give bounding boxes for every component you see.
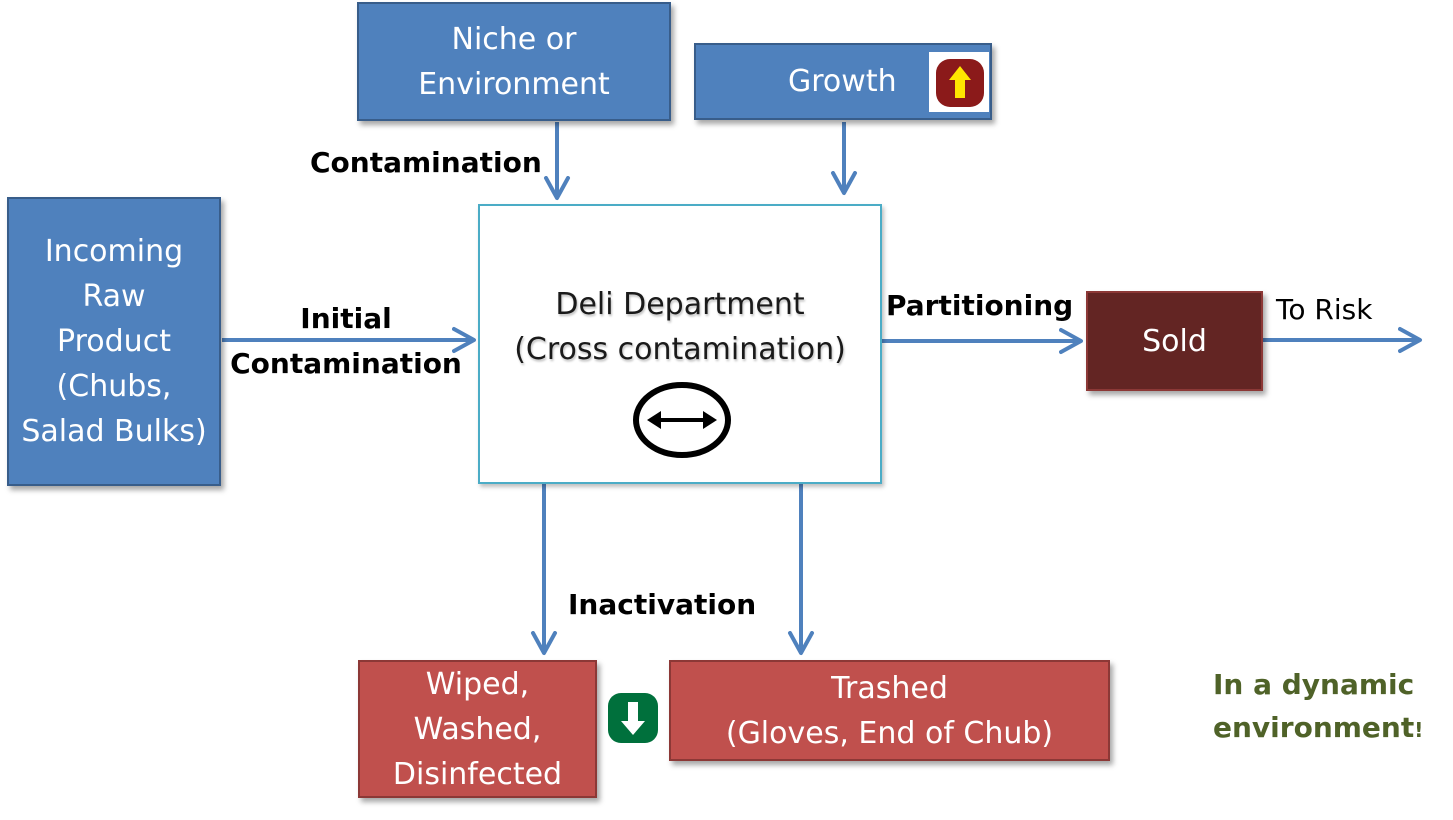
dynamic-environment-note: In a dynamic environment!: [1213, 663, 1423, 752]
niche-environment-box: Niche or Environment: [357, 2, 671, 121]
growth-label: Growth: [788, 64, 897, 99]
incoming-raw-product-box: Incoming Raw Product (Chubs, Salad Bulks…: [7, 197, 221, 486]
note-line-2-text: environment: [1213, 711, 1415, 744]
deli-department-label: Deli Department (Cross contamination): [514, 287, 846, 367]
note-line-1: In a dynamic: [1213, 668, 1415, 701]
down-arrow-icon: [608, 693, 658, 743]
sold-box: Sold: [1086, 291, 1263, 391]
niche-environment-label: Niche or Environment: [418, 21, 610, 102]
double-arrow-circle-icon: [633, 382, 731, 458]
wiped-washed-disinfected-label: Wiped, Washed, Disinfected: [392, 666, 563, 792]
to-risk-label: To Risk: [1276, 293, 1373, 326]
trashed-box: Trashed (Gloves, End of Chub): [669, 660, 1110, 761]
sold-label: Sold: [1142, 323, 1207, 359]
incoming-raw-product-label: Incoming Raw Product (Chubs, Salad Bulks…: [21, 234, 207, 449]
partitioning-label: Partitioning: [886, 289, 1074, 322]
contamination-label: Contamination: [310, 146, 542, 179]
wiped-washed-disinfected-box: Wiped, Washed, Disinfected: [358, 660, 597, 798]
note-line-2: environment!: [1213, 706, 1423, 752]
up-arrow-icon: [929, 52, 989, 112]
trashed-label: Trashed (Gloves, End of Chub): [725, 670, 1054, 751]
note-exclamation: !: [1414, 718, 1424, 742]
inactivation-label: Inactivation: [568, 588, 757, 621]
initial-contamination-label: Initial Contamination: [230, 302, 462, 380]
